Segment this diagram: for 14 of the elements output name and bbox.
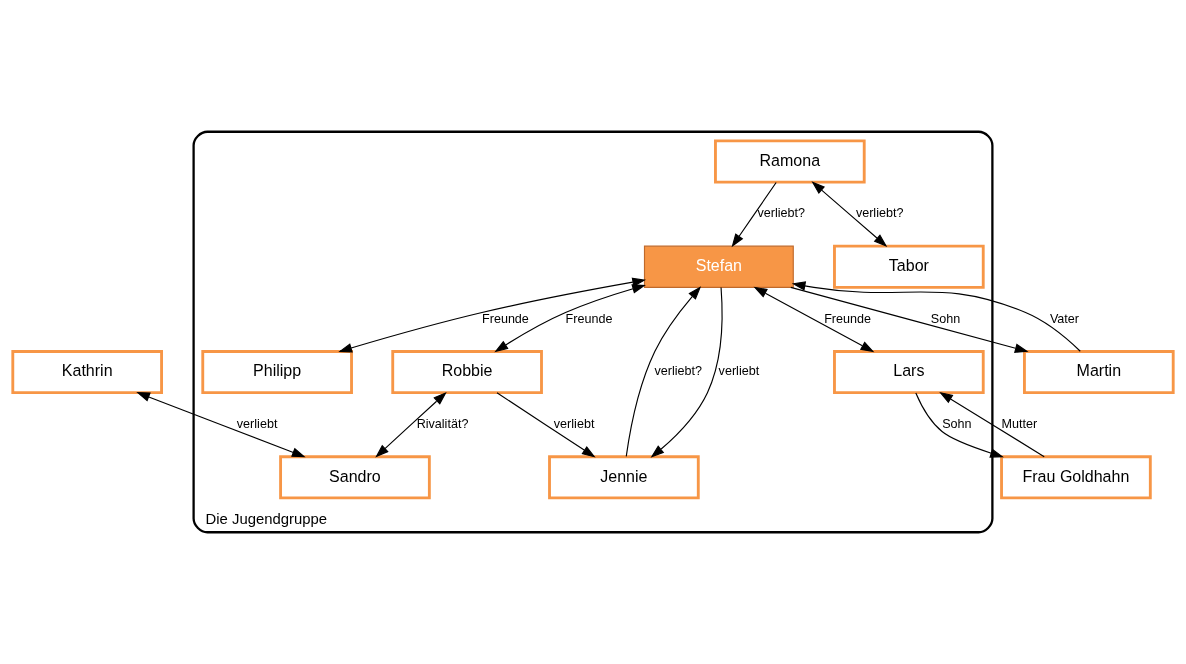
- edge-label: Freunde: [565, 311, 613, 326]
- edge-label: verliebt: [236, 416, 278, 431]
- edge-label: verliebt?: [757, 206, 806, 221]
- edge-label: Freunde: [482, 311, 529, 326]
- edge-label: verliebt?: [654, 364, 703, 379]
- edge-label: verliebt: [718, 364, 760, 379]
- edge-label: Rivalität?: [416, 416, 469, 431]
- edge-label: verliebt: [553, 416, 595, 431]
- edge-label: verliebt?: [855, 206, 904, 221]
- edge-label: Vater: [1049, 311, 1080, 326]
- edge-label: Sohn: [942, 416, 972, 431]
- edge-label: Mutter: [1001, 416, 1038, 431]
- edge-label: Freunde: [824, 311, 872, 326]
- edge-label: Sohn: [930, 311, 961, 326]
